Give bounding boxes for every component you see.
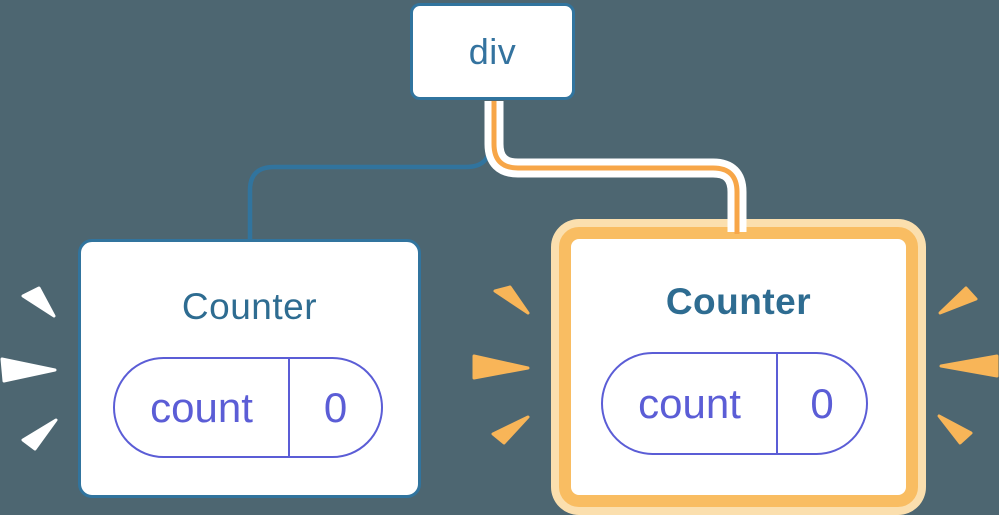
- state-value-cell: 0: [290, 359, 381, 456]
- spark-icon: [939, 354, 999, 378]
- spark-icon: [491, 415, 530, 445]
- state-key-label: count: [150, 383, 253, 431]
- state-key-label: count: [638, 379, 741, 427]
- spark-icon: [937, 414, 973, 445]
- counter-left-title: Counter: [181, 286, 318, 327]
- spark-icon: [493, 285, 530, 315]
- counter-node-right-highlighted: Counter count 0: [559, 227, 918, 507]
- edge-root-to-right-counter: [491, 101, 740, 234]
- state-value-label: 0: [810, 379, 834, 427]
- edge-root-to-left-counter: [247, 101, 493, 240]
- counter-node-left: Counter count 0: [78, 239, 421, 498]
- counter-right-state-pill: count 0: [601, 352, 868, 455]
- state-value-label: 0: [323, 383, 348, 431]
- spark-icon: [472, 354, 530, 380]
- spark-group-left-counter: [0, 286, 58, 451]
- state-key-cell: count: [603, 354, 778, 453]
- counter-right-title: Counter: [665, 281, 812, 322]
- counter-left-state-pill: count 0: [113, 357, 383, 458]
- root-div-label: div: [468, 30, 517, 72]
- spark-icon: [0, 357, 57, 383]
- root-div-node: div: [410, 3, 575, 100]
- spark-icon: [21, 418, 58, 451]
- state-key-cell: count: [115, 359, 290, 456]
- spark-group-right-counter-left: [472, 285, 530, 445]
- edge-root-to-right-counter-casing: [484, 101, 747, 232]
- state-value-cell: 0: [778, 354, 866, 453]
- spark-icon: [21, 286, 56, 318]
- spark-icon: [938, 286, 978, 315]
- spark-group-right-counter-right: [937, 286, 999, 445]
